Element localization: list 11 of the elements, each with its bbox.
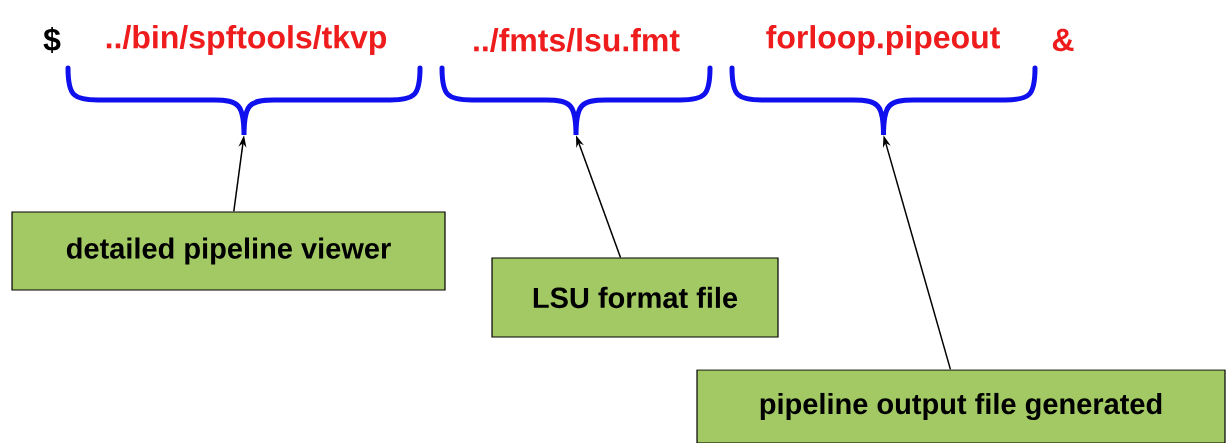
command-argument: ../fmts/lsu.fmt bbox=[474, 28, 680, 52]
brace-drawing bbox=[65, 65, 423, 138]
label-box: detailed pipeline viewer bbox=[11, 211, 446, 291]
prompt-symbol: $ bbox=[43, 26, 61, 54]
command-path: ../bin/spftools/tkvp bbox=[106, 25, 387, 55]
label-box: pipeline output file generated bbox=[696, 369, 1226, 443]
brace-drawing bbox=[729, 65, 1038, 138]
brace-drawing bbox=[439, 65, 713, 138]
command-argument: forloop.pipeout bbox=[766, 25, 1000, 55]
background-symbol: & bbox=[1052, 28, 1074, 52]
label-box: LSU format file bbox=[491, 257, 779, 338]
